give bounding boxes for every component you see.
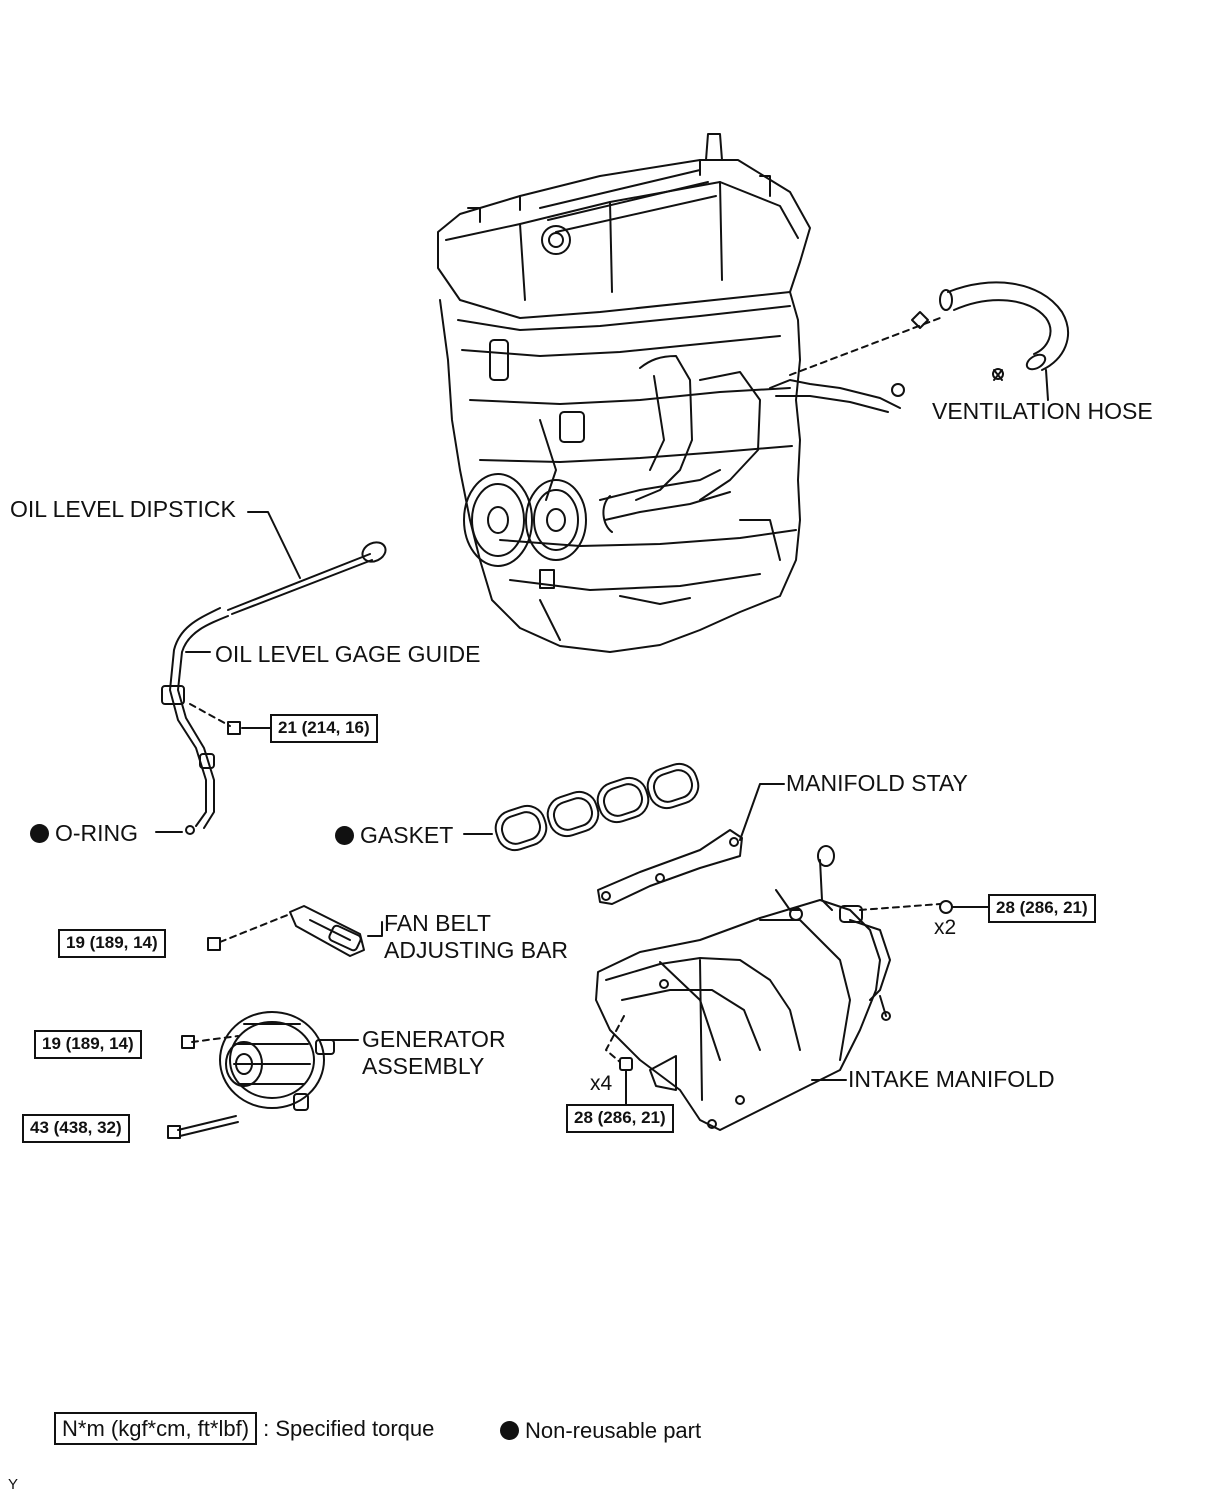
torque-gage-guide-bolt: 21 (214, 16) — [270, 714, 378, 743]
legend-torque-desc: : Specified torque — [263, 1416, 435, 1441]
intake-manifold-illustration — [595, 845, 991, 1131]
legend-non-reusable: Non-reusable part — [500, 1416, 701, 1446]
legend-torque-unit: N*m (kgf*cm, ft*lbf) — [54, 1412, 258, 1445]
generator-assembly-illustration — [167, 1011, 359, 1139]
dipstick-illustration — [155, 511, 387, 835]
gasket-text: GASKET — [360, 822, 454, 848]
corner-mark: Y — [8, 1476, 19, 1493]
legend-non-reusable-text: Non-reusable part — [525, 1418, 702, 1443]
non-reusable-dot-icon — [500, 1421, 519, 1440]
torque-generator-upper-bolt: 19 (189, 14) — [34, 1030, 142, 1059]
qty-intake-nut: x2 — [934, 916, 957, 939]
label-oil-level-gage-guide: OIL LEVEL GAGE GUIDE — [215, 641, 481, 667]
manifold-stay-illustration — [597, 783, 785, 905]
qty-intake-bolt: x4 — [590, 1072, 613, 1095]
fan-belt-adjusting-bar-illustration — [207, 905, 383, 957]
torque-generator-lower-bolt: 43 (438, 32) — [22, 1114, 130, 1143]
label-intake-manifold: INTAKE MANIFOLD — [848, 1066, 1055, 1092]
label-o-ring: O-RING — [30, 820, 138, 847]
label-manifold-stay: MANIFOLD STAY — [786, 770, 968, 796]
ventilation-hose-illustration — [789, 281, 1069, 401]
label-fan-belt-adjusting-bar: FAN BELT ADJUSTING BAR — [384, 910, 569, 963]
label-oil-level-dipstick: OIL LEVEL DIPSTICK — [10, 496, 236, 522]
non-reusable-dot-icon — [30, 824, 49, 843]
torque-intake-bolt: 28 (286, 21) — [566, 1104, 674, 1133]
legend-torque: N*m (kgf*cm, ft*lbf) : Specified torque — [54, 1412, 435, 1445]
o-ring-text: O-RING — [55, 820, 139, 846]
gasket-illustration — [463, 762, 700, 852]
torque-intake-nut: 28 (286, 21) — [988, 894, 1096, 923]
label-gasket: GASKET — [335, 822, 453, 849]
label-generator-assembly: GENERATOR ASSEMBLY — [362, 1026, 506, 1079]
engine-assembly-illustration — [437, 133, 905, 653]
non-reusable-dot-icon — [335, 826, 354, 845]
torque-fan-belt-bolt: 19 (189, 14) — [58, 929, 166, 958]
label-ventilation-hose: VENTILATION HOSE — [932, 398, 1153, 424]
